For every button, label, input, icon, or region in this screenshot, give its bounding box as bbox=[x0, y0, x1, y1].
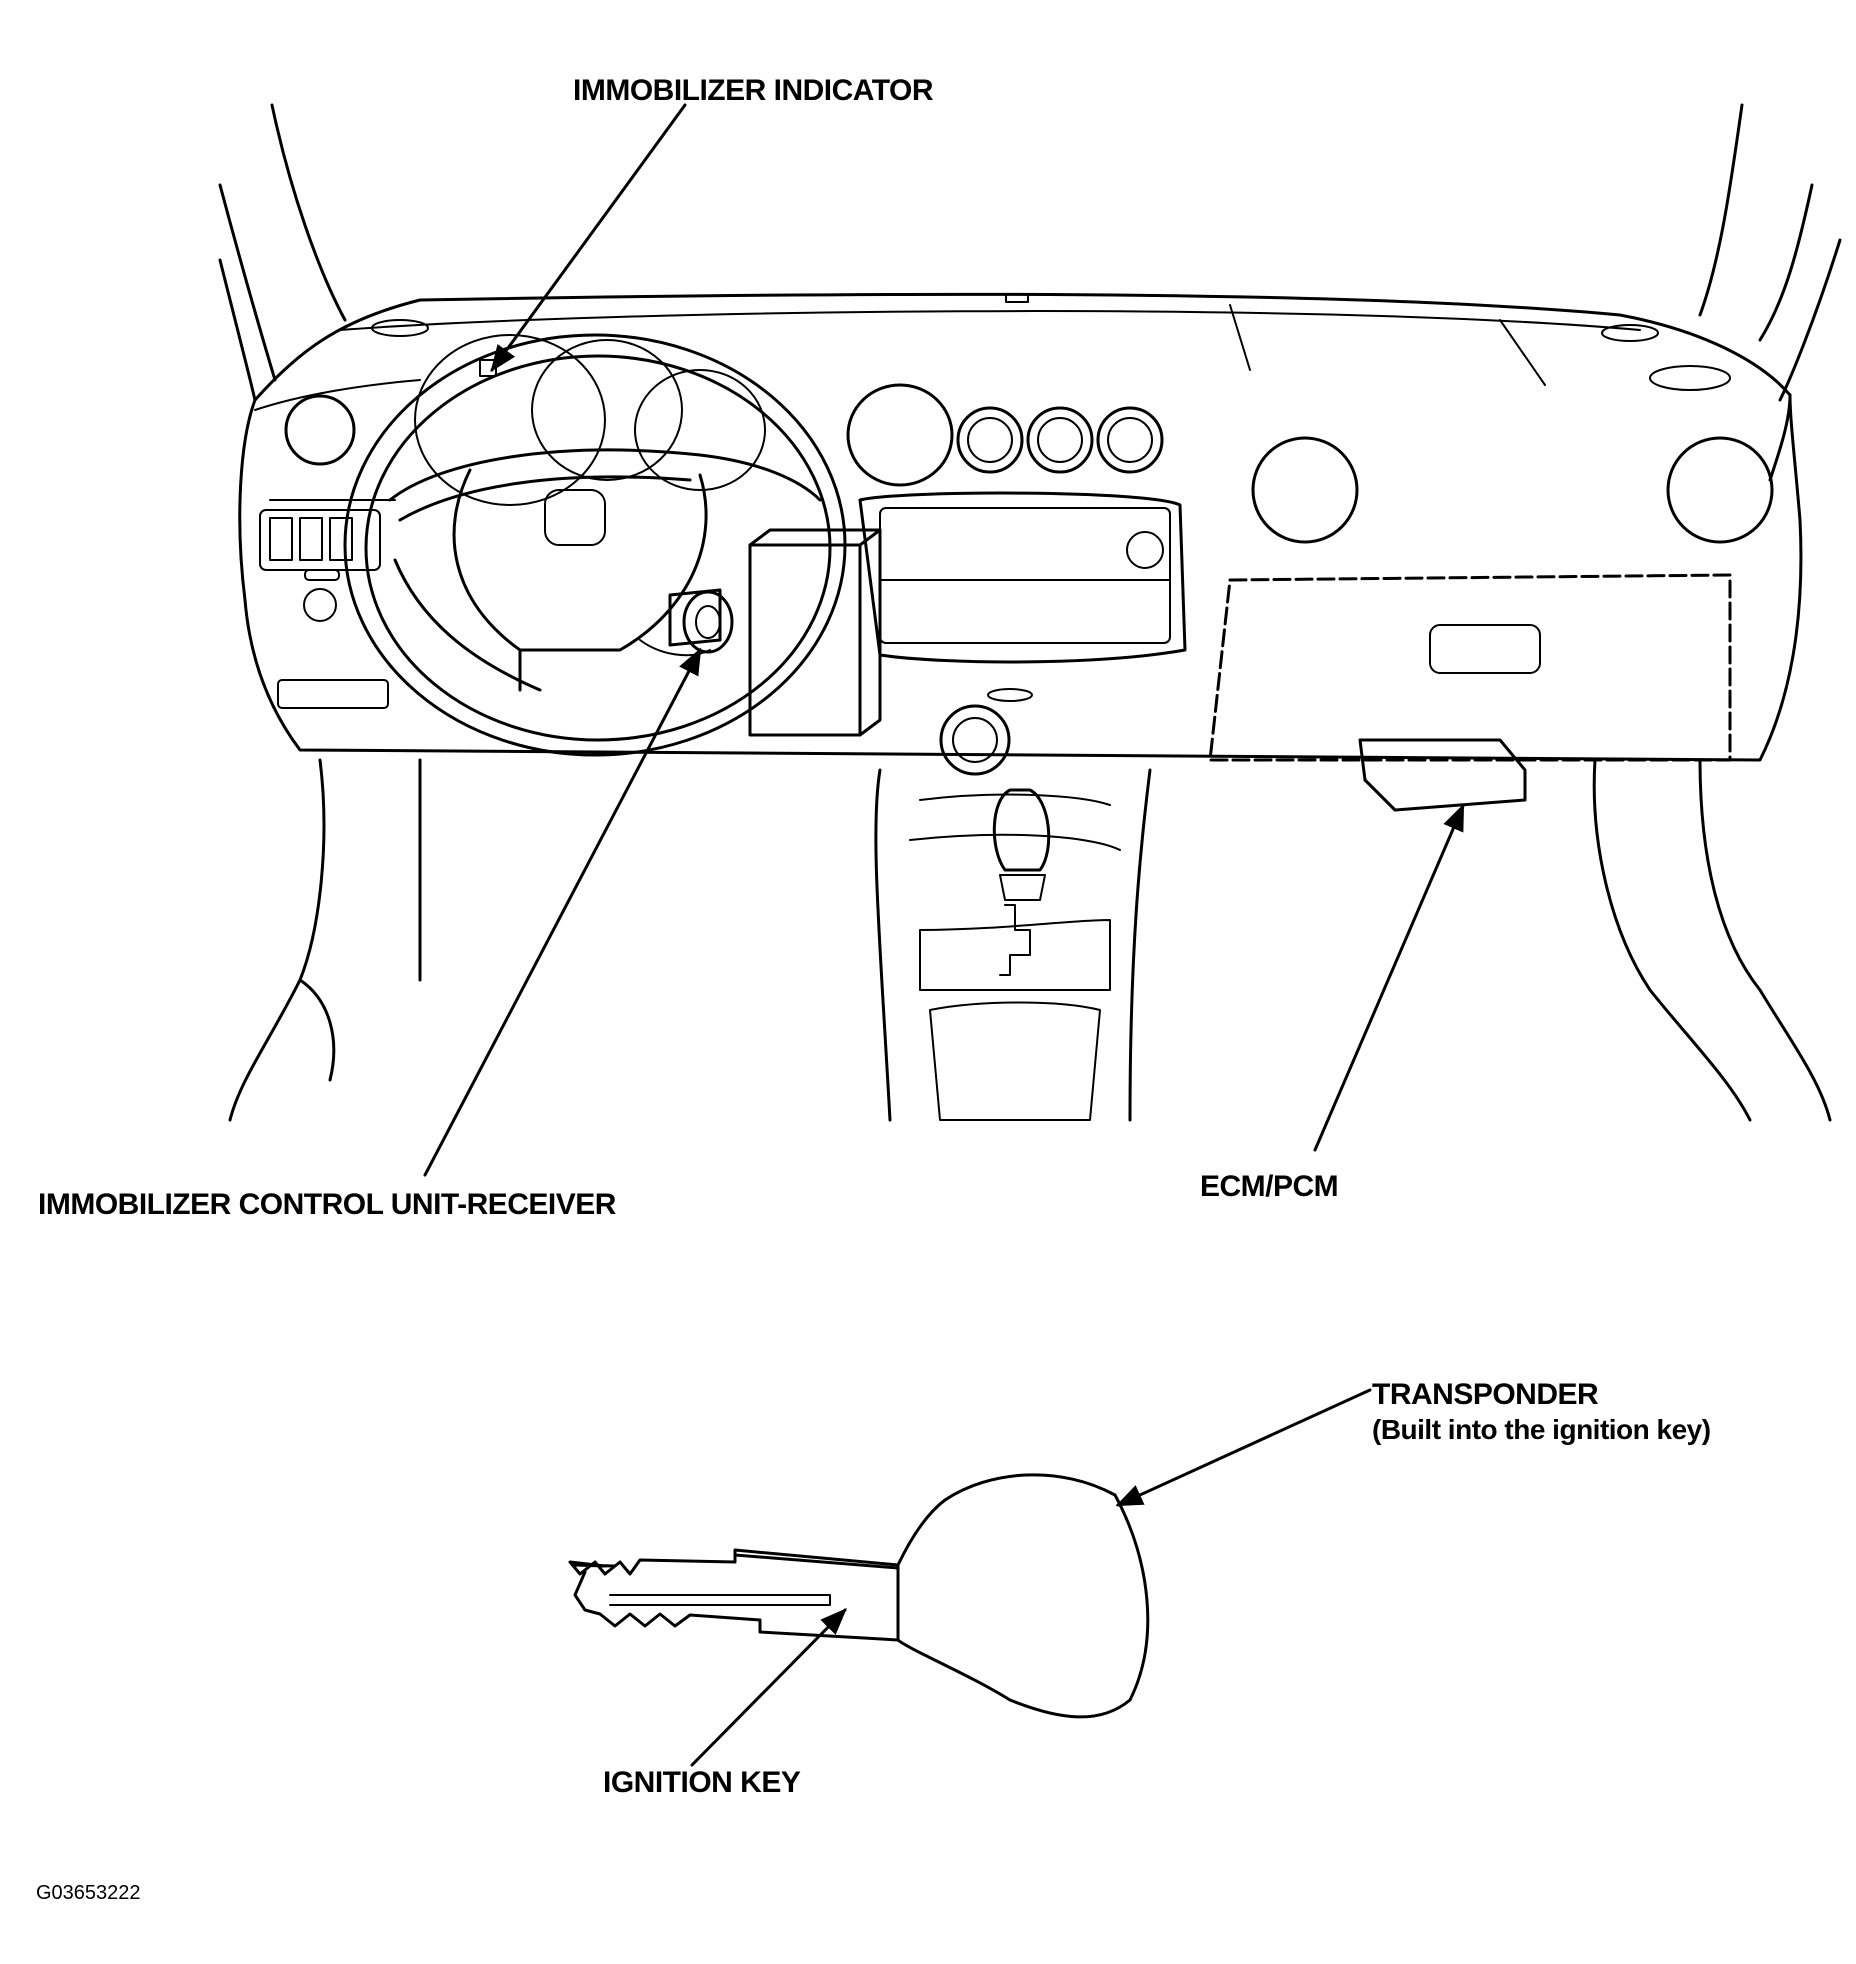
ecm-leader bbox=[1313, 803, 1465, 1152]
leader-lines bbox=[423, 103, 1465, 1767]
center-stack bbox=[846, 383, 1187, 776]
ignition-key bbox=[568, 1473, 1150, 1719]
dashboard-top bbox=[253, 292, 1792, 402]
label-immobilizer-indicator: IMMOBILIZER INDICATOR bbox=[573, 74, 934, 107]
left-a-pillar bbox=[218, 103, 347, 402]
indicator-leader bbox=[490, 103, 687, 373]
lower-trim bbox=[228, 393, 1832, 1122]
receiver-leader bbox=[423, 647, 702, 1177]
control-box bbox=[748, 528, 882, 737]
transponder-head bbox=[896, 1473, 1150, 1719]
immobilizer-receiver bbox=[639, 588, 734, 657]
right-a-pillar bbox=[1698, 103, 1842, 402]
label-ignition-key: IGNITION KEY bbox=[603, 1766, 801, 1799]
label-transponder-note: (Built into the ignition key) bbox=[1372, 1414, 1711, 1445]
label-transponder: TRANSPONDER bbox=[1372, 1378, 1599, 1411]
steering-wheel bbox=[343, 333, 847, 757]
transponder-leader bbox=[1115, 1388, 1372, 1507]
figure-code: G03653222 bbox=[36, 1882, 141, 1904]
center-floor-console bbox=[874, 768, 1152, 1122]
passenger-dash bbox=[1208, 436, 1774, 812]
label-ecm-pcm: ECM/PCM bbox=[1200, 1170, 1339, 1203]
label-control-unit-receiver: IMMOBILIZER CONTROL UNIT-RECEIVER bbox=[38, 1188, 616, 1221]
